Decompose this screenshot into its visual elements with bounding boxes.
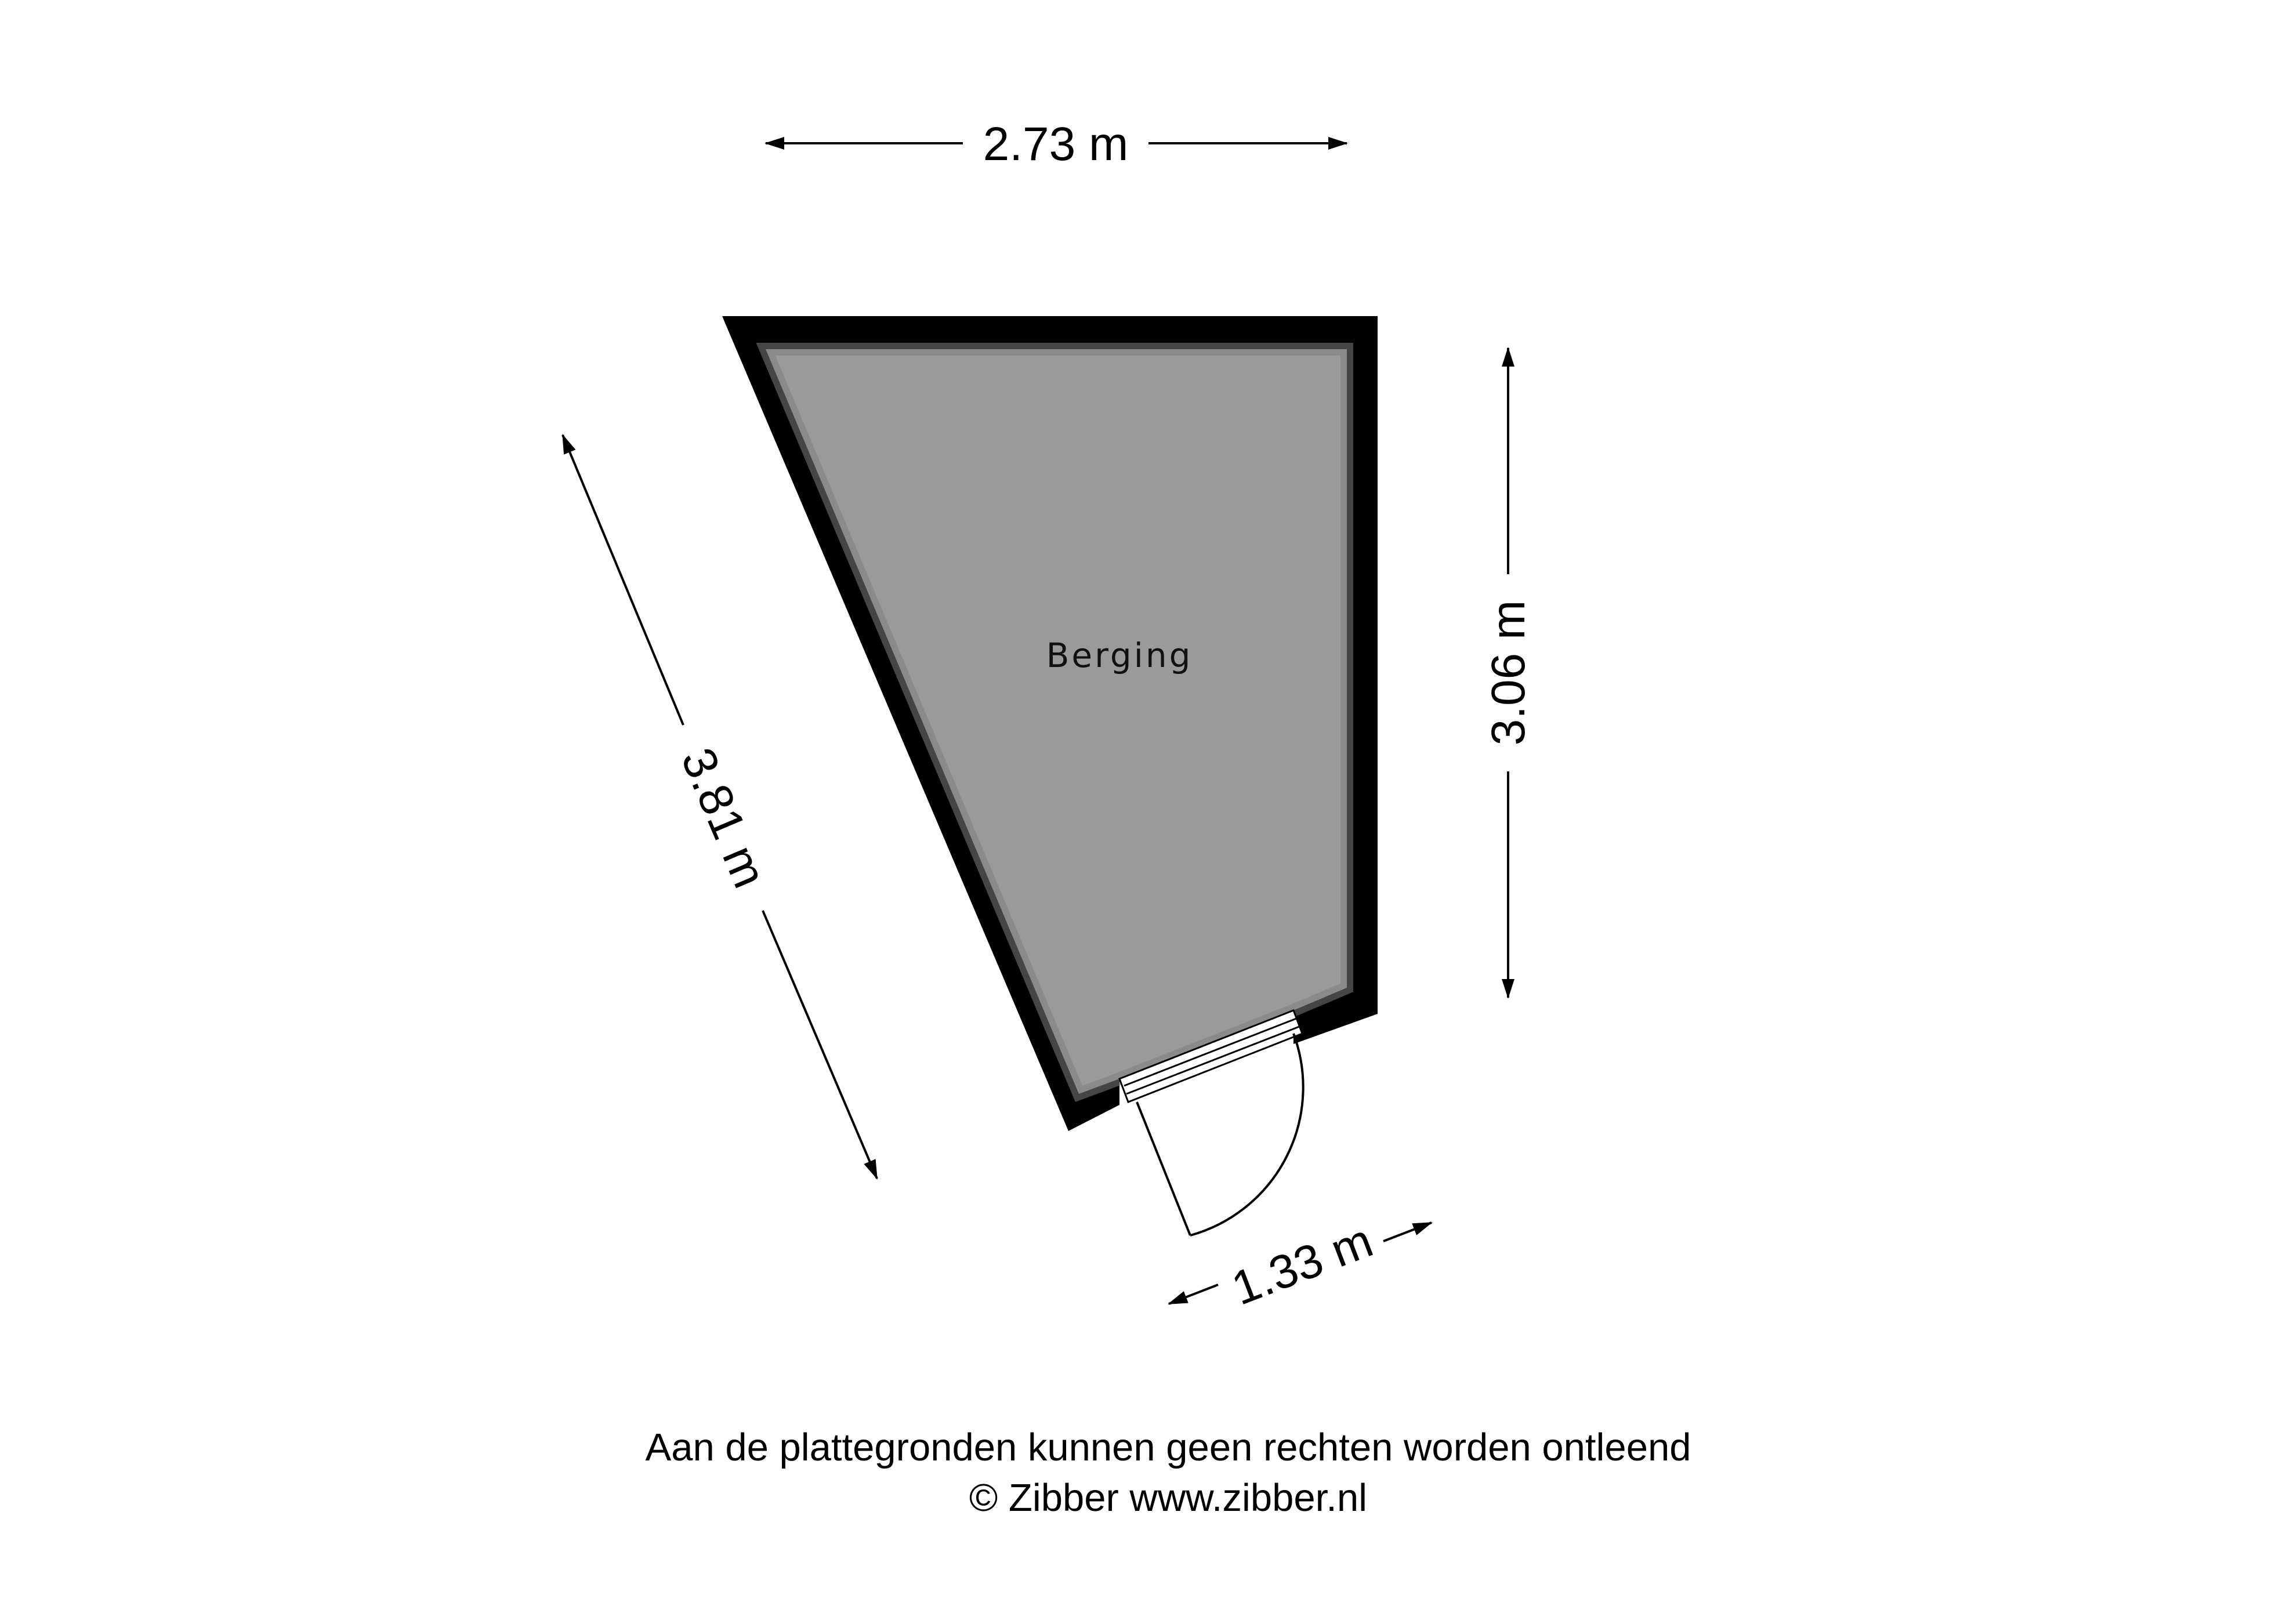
door-threshold-line-1 — [1124, 1017, 1297, 1087]
dimension-bottom-label: 1.33 m — [1225, 1214, 1380, 1315]
door-threshold-line-2 — [1126, 1025, 1300, 1095]
footer-copyright: © Zibber www.zibber.nl — [969, 1476, 1367, 1520]
door-leaf — [1136, 1101, 1191, 1236]
dimension-bottom-line-right — [1383, 1221, 1433, 1242]
dimension-top: 2.73 m — [764, 118, 1348, 171]
room-floor — [766, 349, 1347, 1094]
dimension-right-label: 3.06 m — [1482, 600, 1535, 746]
dimension-top-label: 2.73 m — [983, 118, 1129, 171]
dimension-left-line-top — [561, 434, 684, 726]
dimension-left-label: 3.81 m — [671, 741, 777, 895]
room-label: Berging — [1046, 636, 1193, 675]
dimension-left-line-bottom — [762, 910, 878, 1180]
footer-disclaimer: Aan de plattegronden kunnen geen rechten… — [646, 1426, 1691, 1469]
door-swing-arc — [1190, 1033, 1305, 1237]
dimension-right: 3.06 m — [1482, 347, 1535, 999]
dimension-bottom-line-left — [1168, 1284, 1219, 1305]
